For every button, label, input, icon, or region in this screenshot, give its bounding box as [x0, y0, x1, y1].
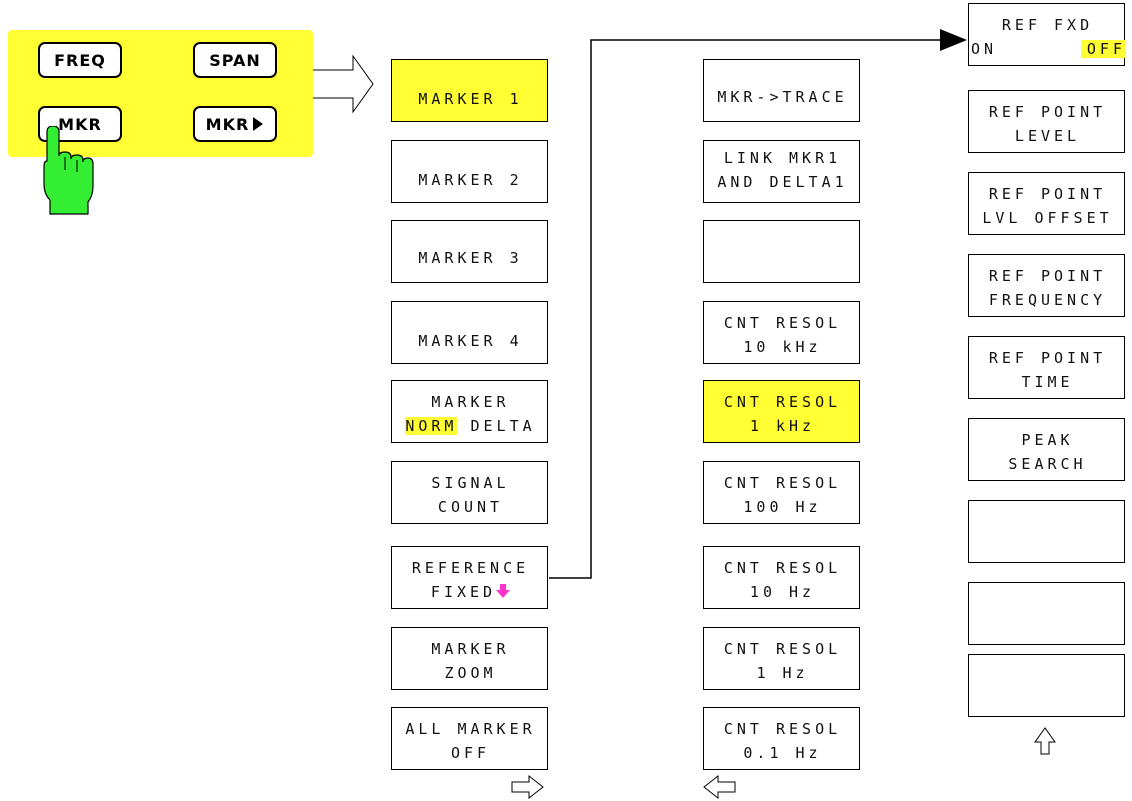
mkr-arrow-label: MKR	[205, 114, 250, 134]
link-mkr1-delta1-softkey[interactable]: LINK MKR1 AND DELTA1	[703, 140, 860, 203]
all-marker-off-line1: ALL MARKER	[405, 720, 536, 738]
ref-fxd-line1: REF FXD	[1001, 16, 1094, 34]
marker-4-softkey[interactable]: MARKER 4	[391, 301, 548, 364]
peak-search-softkey[interactable]: PEAK SEARCH	[968, 418, 1125, 481]
marker-norm-delta-line1: MARKER	[431, 393, 510, 411]
reference-fixed-softkey[interactable]: REFERENCE FIXED	[391, 546, 548, 609]
marker-norm-delta-line2: NORM DELTA	[392, 417, 549, 435]
reference-fixed-line2: FIXED	[392, 583, 549, 601]
ref-point-frequency-line1: REF POINT	[988, 267, 1107, 285]
reference-fixed-connector	[549, 29, 967, 579]
marker-zoom-line2: ZOOM	[444, 664, 497, 682]
cnt-resol-10hz-line1: CNT RESOL	[723, 559, 842, 577]
hardkey-panel: FREQ SPAN MKR MKR	[8, 30, 313, 157]
span-key[interactable]: SPAN	[193, 42, 277, 78]
empty-softkey-col2[interactable]	[703, 220, 860, 283]
cnt-resol-01hz-softkey[interactable]: CNT RESOL 0.1 Hz	[703, 707, 860, 770]
prev-menu-left-arrow	[703, 774, 736, 800]
marker-1-label: MARKER 1	[418, 90, 523, 108]
reference-fixed-text: FIXED	[430, 583, 497, 601]
cnt-resol-01hz-line1: CNT RESOL	[723, 720, 842, 738]
link-mkr1-line1: LINK MKR1	[723, 149, 842, 167]
cnt-resol-1hz-softkey[interactable]: CNT RESOL 1 Hz	[703, 627, 860, 690]
ref-point-time-line2: TIME	[1021, 373, 1074, 391]
cnt-resol-1hz-line2: 1 Hz	[756, 664, 809, 682]
signal-count-line1: SIGNAL	[431, 474, 510, 492]
play-icon	[253, 117, 264, 131]
cnt-resol-1hz-line1: CNT RESOL	[723, 640, 842, 658]
empty-softkey-col3-1[interactable]	[968, 500, 1125, 563]
cnt-resol-10hz-line2: 10 Hz	[749, 583, 816, 601]
ref-point-lvl-offset-softkey[interactable]: REF POINT LVL OFFSET	[968, 172, 1125, 235]
marker-2-softkey[interactable]: MARKER 2	[391, 140, 548, 203]
peak-search-line1: PEAK	[1021, 431, 1074, 449]
norm-mode-highlight: NORM	[405, 417, 458, 435]
cnt-resol-10khz-line2: 10 kHz	[743, 338, 822, 356]
ref-point-lvl-offset-line1: REF POINT	[988, 185, 1107, 203]
delta-mode-label: DELTA	[457, 417, 536, 435]
marker-zoom-line1: MARKER	[431, 640, 510, 658]
all-marker-off-softkey[interactable]: ALL MARKER OFF	[391, 707, 548, 770]
prev-menu-up-arrow	[1034, 727, 1056, 755]
all-marker-off-line2: OFF	[450, 744, 491, 762]
marker-norm-delta-softkey[interactable]: MARKER NORM DELTA	[391, 380, 548, 443]
menu-open-double-arrow	[313, 54, 374, 114]
cnt-resol-01hz-line2: 0.1 Hz	[743, 744, 822, 762]
cnt-resol-10khz-softkey[interactable]: CNT RESOL 10 kHz	[703, 301, 860, 364]
ref-fxd-on-label: ON	[971, 40, 998, 58]
empty-softkey-col3-2[interactable]	[968, 582, 1125, 645]
ref-point-frequency-softkey[interactable]: REF POINT FREQUENCY	[968, 254, 1125, 317]
marker-3-label: MARKER 3	[418, 249, 523, 267]
ref-point-level-line1: REF POINT	[988, 103, 1107, 121]
signal-count-line2: COUNT	[437, 498, 504, 516]
marker-2-label: MARKER 2	[418, 171, 523, 189]
cnt-resol-100hz-softkey[interactable]: CNT RESOL 100 Hz	[703, 461, 860, 524]
freq-key[interactable]: FREQ	[38, 42, 122, 78]
ref-fxd-off-highlight: OFF	[1080, 40, 1126, 58]
next-menu-right-arrow	[511, 774, 544, 800]
ref-point-level-line2: LEVEL	[1014, 127, 1081, 145]
ref-point-time-line1: REF POINT	[988, 349, 1107, 367]
marker-zoom-softkey[interactable]: MARKER ZOOM	[391, 627, 548, 690]
ref-fxd-toggle-row: ON OFF	[969, 40, 1126, 62]
submenu-down-arrow-icon	[496, 584, 511, 598]
marker-3-softkey[interactable]: MARKER 3	[391, 220, 548, 283]
cnt-resol-100hz-line1: CNT RESOL	[723, 474, 842, 492]
cnt-resol-10khz-line1: CNT RESOL	[723, 314, 842, 332]
peak-search-line2: SEARCH	[1008, 455, 1087, 473]
signal-count-softkey[interactable]: SIGNAL COUNT	[391, 461, 548, 524]
reference-fixed-line1: REFERENCE	[411, 559, 530, 577]
empty-softkey-col3-3[interactable]	[968, 654, 1125, 717]
cnt-resol-100hz-line2: 100 Hz	[743, 498, 822, 516]
mkr-to-trace-softkey[interactable]: MKR->TRACE	[703, 59, 860, 122]
ref-point-level-softkey[interactable]: REF POINT LEVEL	[968, 90, 1125, 153]
cnt-resol-1khz-line1: CNT RESOL	[723, 393, 842, 411]
cnt-resol-10hz-softkey[interactable]: CNT RESOL 10 Hz	[703, 546, 860, 609]
ref-fxd-on-off-softkey[interactable]: REF FXD ON OFF	[968, 3, 1126, 66]
cnt-resol-1khz-softkey[interactable]: CNT RESOL 1 kHz	[703, 380, 860, 443]
pressing-finger-icon	[43, 126, 94, 215]
mkr-arrow-key[interactable]: MKR	[193, 106, 277, 142]
cnt-resol-1khz-line2: 1 kHz	[749, 417, 816, 435]
ref-point-time-softkey[interactable]: REF POINT TIME	[968, 336, 1125, 399]
ref-point-lvl-offset-line2: LVL OFFSET	[982, 209, 1113, 227]
marker-1-softkey[interactable]: MARKER 1	[391, 59, 548, 122]
mkr-to-trace-label: MKR->TRACE	[717, 88, 848, 106]
link-mkr1-line2: AND DELTA1	[717, 173, 848, 191]
ref-point-frequency-line2: FREQUENCY	[988, 291, 1107, 309]
marker-4-label: MARKER 4	[418, 332, 523, 350]
